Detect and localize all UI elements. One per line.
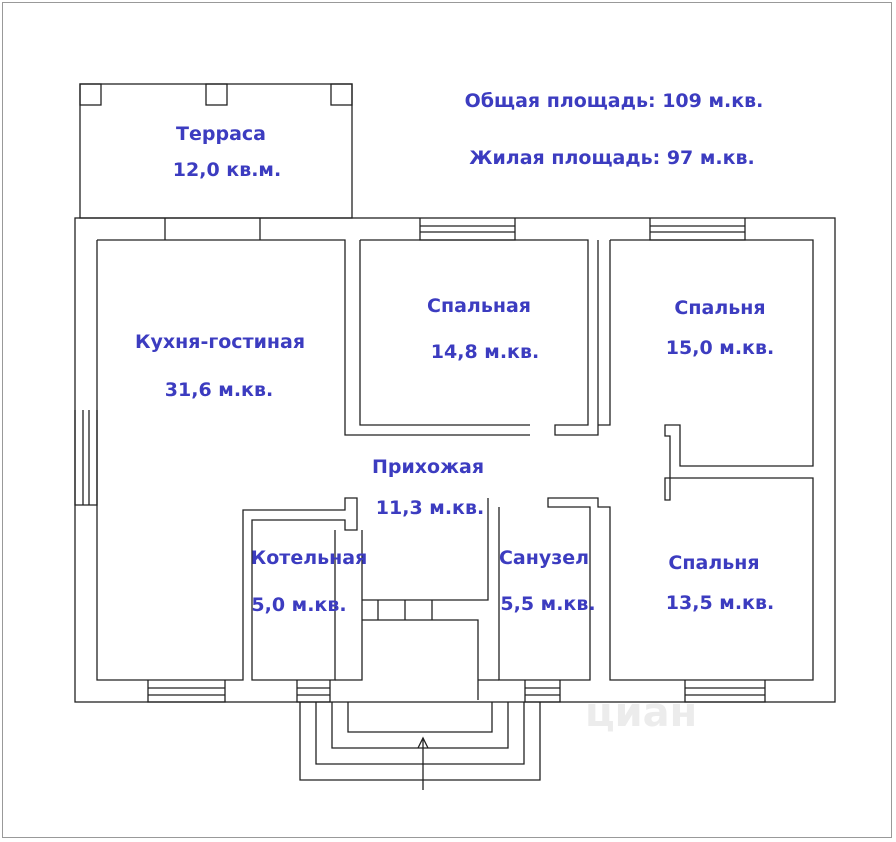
living-area: Жилая площадь: 97 м.кв. xyxy=(469,147,755,169)
room-name-bedroom2: Спальня xyxy=(674,297,766,319)
room-name-bedroom1: Спальная xyxy=(427,295,531,317)
total-area: Общая площадь: 109 м.кв. xyxy=(464,90,764,112)
room-name-boiler: Котельная xyxy=(250,547,368,569)
terrace xyxy=(79,83,353,219)
room-area-bedroom1: 14,8 м.кв. xyxy=(430,341,540,363)
kitchen-walls xyxy=(96,239,530,681)
room-name-kitchen: Кухня-гостиная xyxy=(134,331,306,353)
windows xyxy=(74,218,766,703)
room-name-terrace: Терраса xyxy=(176,123,266,145)
room-area-boiler: 5,0 м.кв. xyxy=(251,594,347,616)
room-name-hallway: Прихожая xyxy=(371,456,485,478)
room-name-bedroom3: Спальня xyxy=(668,552,760,574)
porch-steps xyxy=(299,702,541,781)
bedroom2-walls xyxy=(498,239,814,681)
hallway-walls xyxy=(335,498,499,700)
watermark: циан xyxy=(585,690,698,736)
bedroom1-walls xyxy=(359,239,599,436)
room-area-terrace: 12,0 кв.м. xyxy=(172,159,282,181)
room-name-bathroom: Санузел xyxy=(498,547,590,569)
room-area-hallway: 11,3 м.кв. xyxy=(375,497,485,519)
room-area-bathroom: 5,5 м.кв. xyxy=(500,593,596,615)
room-area-bedroom2: 15,0 м.кв. xyxy=(665,337,775,359)
entrance-arrow-head xyxy=(417,736,429,749)
room-area-bedroom3: 13,5 м.кв. xyxy=(665,592,775,614)
room-area-kitchen: 31,6 м.кв. xyxy=(164,379,274,401)
